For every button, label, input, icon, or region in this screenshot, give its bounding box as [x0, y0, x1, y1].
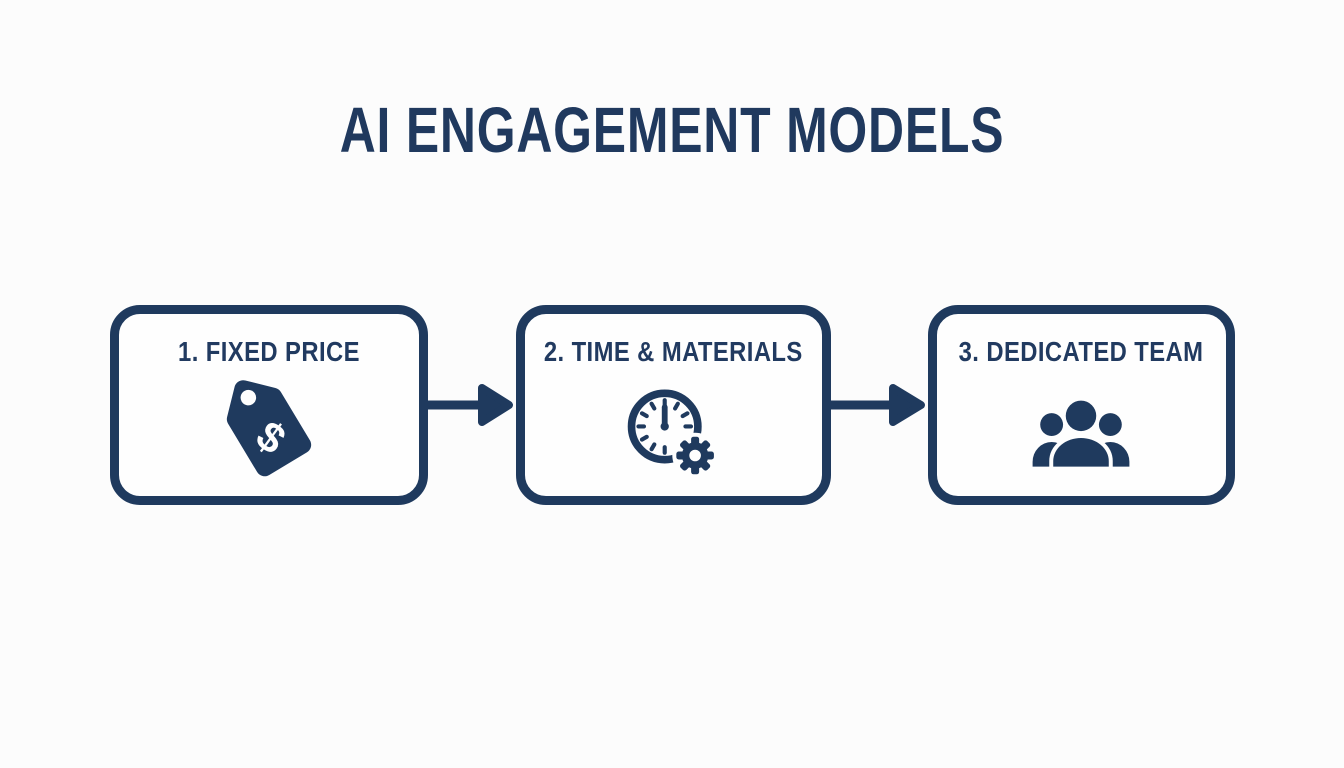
team-icon — [1030, 368, 1132, 496]
model-box-label: 3. DEDICATED TEAM — [958, 336, 1204, 367]
arrow-right-icon — [830, 375, 928, 435]
model-box-label: 2. TIME & MATERIALS — [543, 336, 803, 367]
model-box-time-materials: 2. TIME & MATERIALS — [515, 305, 831, 505]
model-box-fixed-price: 1. FIXED PRICE $ — [109, 305, 428, 505]
diagram-title: AI ENGAGEMENT MODELS — [339, 94, 1005, 166]
model-box-dedicated-team: 3. DEDICATED TEAM — [927, 305, 1235, 505]
arrow-right-icon — [427, 375, 516, 435]
price-tag-icon: $ — [207, 368, 331, 496]
model-box-label: 1. FIXED PRICE — [177, 336, 360, 367]
models-flow: 1. FIXED PRICE $ 2. TIME & MATERIALS — [0, 305, 1344, 505]
clock-gear-icon — [623, 368, 723, 496]
